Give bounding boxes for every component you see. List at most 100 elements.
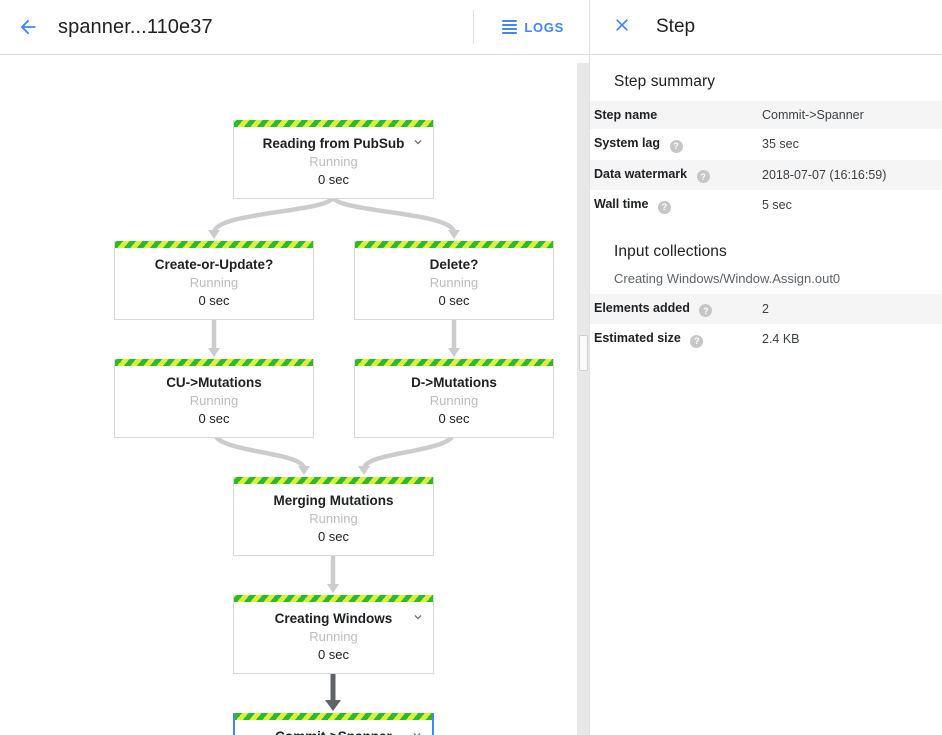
node-title: Merging Mutations — [273, 493, 394, 508]
step-panel-header: Step — [590, 0, 942, 55]
arrow-left-icon — [17, 16, 39, 38]
row-label-cell: Step name — [590, 101, 758, 129]
graph-node-reading-from-pubsub[interactable]: Reading from PubSub Running 0 sec — [233, 120, 434, 199]
node-title: CU->Mutations — [166, 375, 262, 390]
node-title: D->Mutations — [411, 375, 497, 390]
node-time: 0 sec — [317, 647, 350, 662]
row-label-cell: System lag ? — [590, 129, 758, 160]
node-status: Running — [309, 511, 358, 526]
top-app-bar: spanner...110e37 LOGS — [0, 0, 590, 55]
node-status-stripe — [115, 359, 313, 366]
chevron-down-icon[interactable] — [410, 728, 424, 735]
toolbar-divider — [473, 10, 475, 44]
step-summary-heading: Step summary — [614, 73, 716, 90]
help-icon[interactable]: ? — [699, 304, 713, 317]
table-row: Step name Commit->Spanner — [590, 101, 942, 129]
node-title: Creating Windows — [274, 611, 393, 626]
node-body: Create-or-Update? Running 0 sec — [115, 248, 313, 319]
job-graph-pane: spanner...110e37 LOGS — [0, 0, 590, 735]
chevron-down-icon[interactable] — [411, 610, 425, 624]
row-label: Estimated size — [594, 331, 681, 345]
table-row: Elements added ? 2 — [590, 293, 942, 325]
chevron-down-icon[interactable] — [411, 135, 425, 149]
node-time: 0 sec — [317, 172, 350, 187]
step-details-pane: Step Step summary Step name Commit->Span… — [590, 0, 942, 735]
help-icon[interactable]: ? — [657, 200, 671, 214]
table-row: Wall time ? 5 sec — [590, 190, 942, 221]
node-status-stripe — [234, 595, 433, 602]
node-time: 0 sec — [198, 411, 230, 426]
graph-vertical-scrollbar[interactable] — [577, 63, 590, 735]
node-title: Create-or-Update? — [154, 257, 274, 272]
scrollbar-thumb[interactable] — [579, 335, 588, 371]
row-label-cell: Elements added ? — [590, 294, 758, 325]
graph-edges-layer — [208, 193, 460, 711]
row-label-cell: Estimated size ? — [590, 324, 758, 355]
graph-node-delete[interactable]: Delete? Running 0 sec — [354, 241, 554, 320]
table-row: System lag ? 35 sec — [590, 129, 942, 160]
node-title: Reading from PubSub — [262, 136, 405, 151]
input-collections-heading: Input collections — [614, 242, 727, 260]
graph-node-create-or-update[interactable]: Create-or-Update? Running 0 sec — [114, 241, 314, 320]
node-time: 0 sec — [198, 293, 230, 308]
back-button[interactable] — [6, 5, 50, 49]
node-body: Reading from PubSub Running 0 sec — [234, 127, 433, 198]
graph-nodes-layer — [0, 55, 578, 735]
node-status: Running — [189, 393, 239, 408]
logs-button-label: LOGS — [524, 19, 564, 35]
node-body: Delete? Running 0 sec — [355, 248, 553, 319]
node-status: Running — [429, 393, 479, 408]
graph-node-commit-spanner[interactable]: Commit->Spanner Part running 5 sec — [233, 713, 434, 735]
job-graph-canvas[interactable]: Reading from PubSub Running 0 sec Create… — [0, 55, 590, 735]
node-time: 0 sec — [438, 293, 470, 308]
section-spacer — [590, 221, 942, 243]
node-body: D->Mutations Running 0 sec — [355, 366, 553, 437]
node-status-stripe — [115, 241, 313, 248]
step-summary-table: Step name Commit->Spanner System lag ? 3… — [590, 101, 942, 221]
node-status: Running — [429, 275, 479, 290]
logs-list-icon — [502, 20, 518, 34]
node-body: CU->Mutations Running 0 sec — [115, 366, 313, 437]
node-time: 0 sec — [438, 411, 470, 426]
node-status: Running — [309, 629, 358, 644]
row-value: Commit->Spanner — [762, 108, 864, 122]
node-body: Merging Mutations Running 0 sec — [234, 484, 433, 555]
graph-node-cu-mutations[interactable]: CU->Mutations Running 0 sec — [114, 359, 314, 438]
node-status: Running — [309, 154, 358, 169]
node-body: Creating Windows Running 0 sec — [234, 602, 433, 673]
step-panel-body: Step summary Step name Commit->Spanner S… — [590, 55, 942, 355]
row-value: 35 sec — [762, 137, 799, 152]
close-panel-button[interactable] — [602, 7, 642, 47]
row-value: 5 sec — [762, 198, 792, 213]
table-row: Estimated size ? 2.4 KB — [590, 324, 942, 355]
node-status-stripe — [355, 359, 553, 366]
input-collections-table: Elements added ? 2 Estimated size ? 2.4 … — [590, 293, 942, 355]
pane-divider — [589, 0, 590, 735]
node-status-stripe — [355, 241, 553, 248]
page-title: spanner...110e37 — [58, 15, 213, 38]
row-value: 2 — [762, 301, 769, 316]
node-title: Commit->Spanner — [245, 729, 422, 735]
close-icon — [612, 15, 632, 40]
node-title: Delete? — [429, 257, 479, 272]
row-value: 2018-07-07 (16:16:59) — [762, 167, 887, 182]
row-label: System lag — [594, 136, 661, 150]
graph-node-creating-windows[interactable]: Creating Windows Running 0 sec — [233, 595, 434, 674]
node-status-stripe — [234, 120, 433, 127]
logs-button[interactable]: LOGS — [490, 12, 576, 43]
table-row: Data watermark ? 2018-07-07 (16:16:59) — [590, 159, 942, 191]
row-label: Wall time — [594, 197, 649, 211]
input-collection-name: Creating Windows/Window.Assign.out0 — [614, 270, 841, 286]
row-label: Step name — [594, 108, 658, 122]
graph-node-d-mutations[interactable]: D->Mutations Running 0 sec — [354, 359, 554, 438]
help-icon[interactable]: ? — [690, 334, 704, 348]
node-status-stripe — [235, 713, 432, 720]
row-label-cell: Data watermark ? — [590, 160, 758, 191]
help-icon[interactable]: ? — [669, 139, 683, 153]
step-panel-title: Step — [656, 16, 696, 37]
node-body: Commit->Spanner Part running 5 sec — [235, 720, 432, 735]
row-label: Elements added — [594, 300, 690, 315]
help-icon[interactable]: ? — [696, 170, 710, 183]
graph-node-merging-mutations[interactable]: Merging Mutations Running 0 sec — [233, 477, 434, 556]
